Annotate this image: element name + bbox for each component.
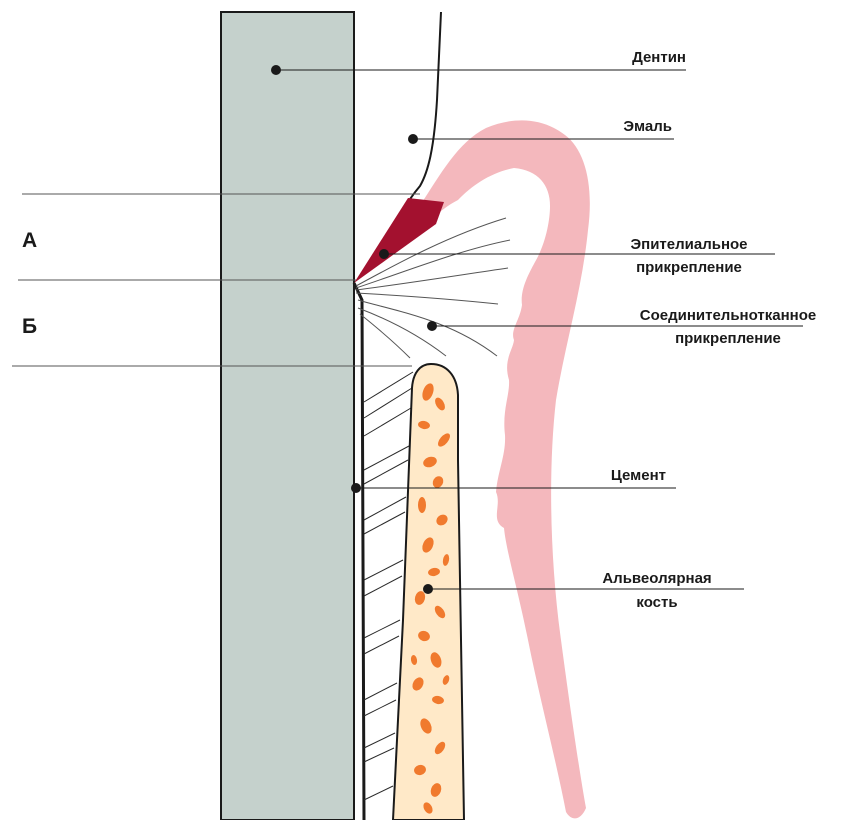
label-bone-1: Альвеолярная	[602, 570, 711, 587]
label-cement: Цемент	[611, 467, 666, 484]
zone-lines	[12, 194, 420, 366]
bone-spot	[418, 497, 426, 513]
label-enamel: Эмаль	[623, 118, 672, 135]
dentin-region	[221, 12, 354, 820]
label-bone-2: кость	[636, 594, 677, 611]
label-epithelial-2: прикрепление	[636, 259, 742, 276]
gingival-fibers	[356, 218, 510, 358]
label-dentin: Дентин	[632, 49, 686, 66]
zone-a-label: А	[22, 229, 37, 252]
label-epithelial-1: Эпителиальное	[630, 236, 747, 253]
label-connective-2: прикрепление	[675, 330, 781, 347]
label-connective-1: Соединительнотканное	[640, 307, 816, 324]
epithelial-wedge	[354, 198, 444, 283]
zone-b-label: Б	[22, 315, 37, 338]
cement-layer	[354, 283, 364, 820]
